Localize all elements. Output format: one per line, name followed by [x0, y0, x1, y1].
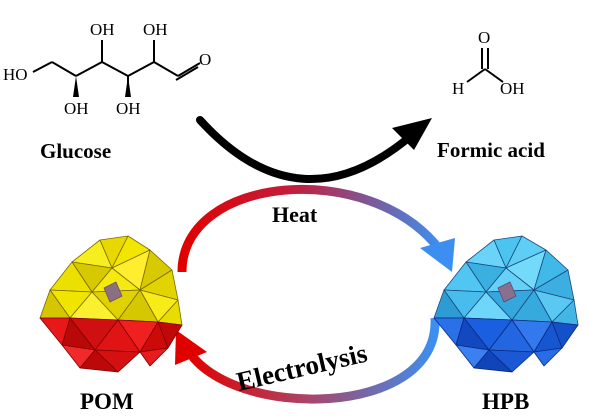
- formic-atom-o: O: [478, 28, 490, 47]
- cycle-bottom-arrow: [175, 317, 440, 404]
- hpb-polyhedron-icon: [433, 235, 579, 373]
- glucose-atom-ho: HO: [3, 65, 28, 84]
- glucose-atom-oh-bot1: OH: [64, 99, 89, 118]
- glucose-atom-aldehyde-o: O: [199, 50, 211, 69]
- glucose-atom-oh-bot2: OH: [116, 99, 141, 118]
- formic-acid-bonds: [466, 48, 504, 83]
- electrolysis-label: Electrolysis: [234, 338, 370, 397]
- reaction-arrow: [196, 116, 432, 184]
- formic-acid-structure: O H OH: [452, 28, 525, 98]
- formic-atom-oh: OH: [500, 79, 525, 98]
- heat-label: Heat: [272, 202, 318, 227]
- hpb-label: HPB: [482, 389, 529, 414]
- glucose-label: Glucose: [40, 139, 111, 163]
- cycle-top-arrowhead: [420, 238, 455, 272]
- glucose-wedge-bond: [125, 76, 131, 97]
- pom-polyhedron-icon: [39, 235, 183, 373]
- reaction-arrowhead: [392, 118, 432, 150]
- glucose-atom-oh-top2: OH: [143, 20, 168, 39]
- cycle-bottom-arrowhead: [175, 330, 207, 365]
- glucose-wedge-bond: [73, 76, 79, 97]
- formic-acid-label: Formic acid: [437, 138, 545, 162]
- glucose-atom-oh-top1: OH: [90, 20, 115, 39]
- formic-atom-h: H: [452, 79, 464, 98]
- cycle-top-arrow: [177, 184, 455, 273]
- pom-label: POM: [80, 389, 134, 414]
- glucose-structure: HO OH OH OH OH O: [3, 20, 211, 118]
- glucose-bonds: [32, 40, 201, 96]
